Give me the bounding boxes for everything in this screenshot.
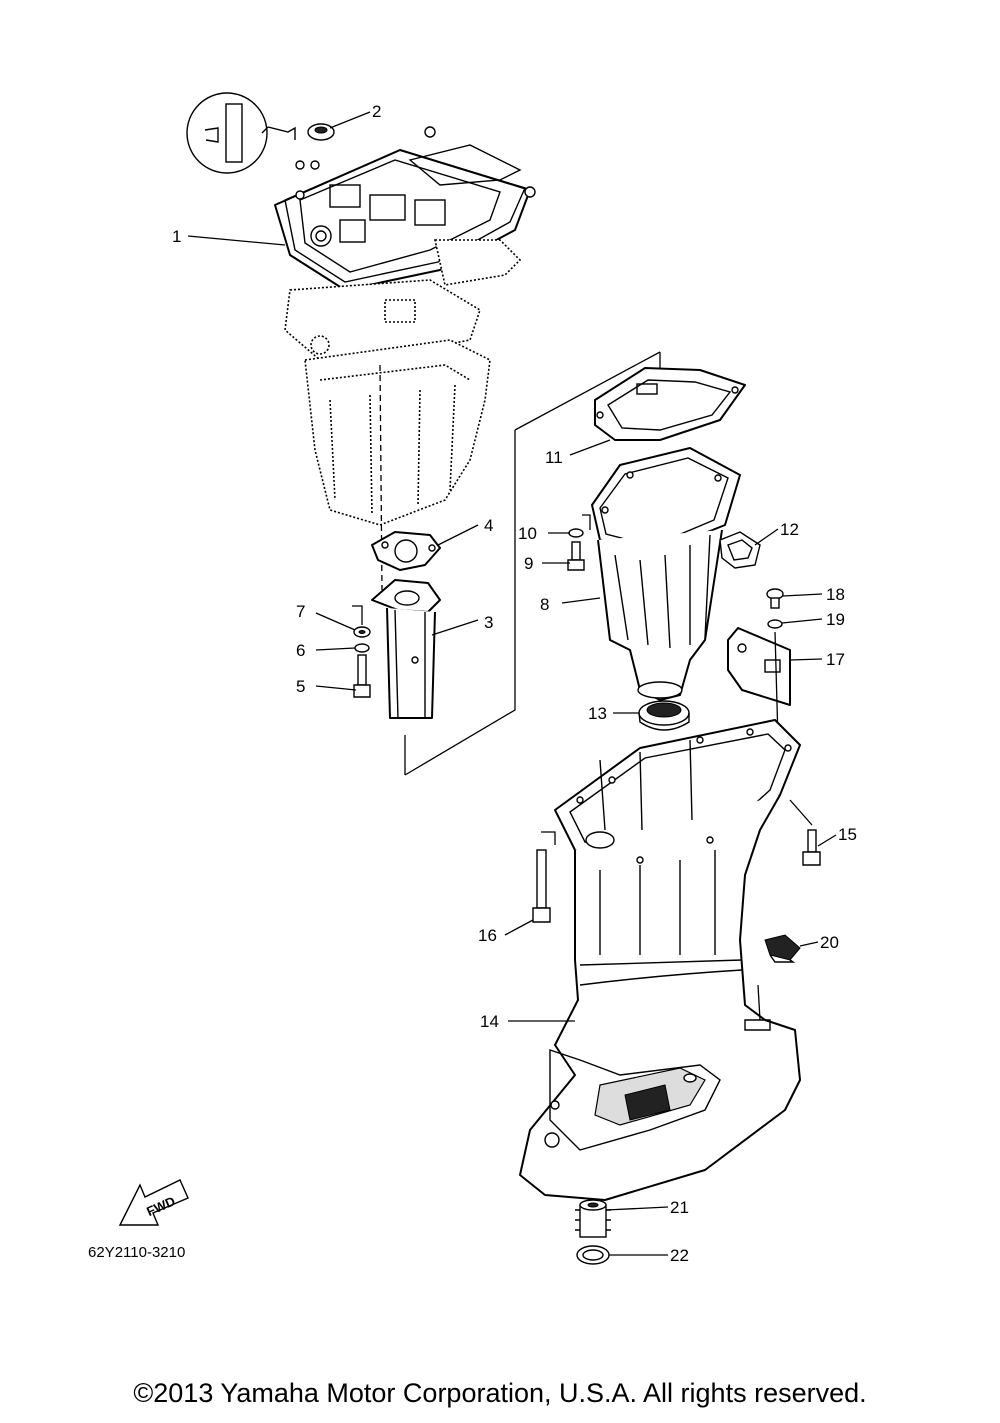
part-16-bolt (532, 849, 551, 923)
part-6-washer (354, 643, 370, 653)
part-14-lower-casing (519, 719, 801, 1201)
part-9-bolt (567, 541, 585, 571)
alignment-line (379, 364, 383, 591)
part-8-muffler (591, 447, 741, 701)
part-20-anode (764, 934, 801, 963)
part-10-washer (568, 528, 584, 538)
callout-2: 2 (372, 102, 381, 121)
callout-13: 13 (588, 704, 607, 723)
part-code: 62Y2110-3210 (88, 1244, 185, 1261)
part-22-circlip (576, 1245, 610, 1265)
part-2-seal (307, 123, 335, 141)
callout-17: 17 (826, 650, 845, 669)
part-19-washer (767, 619, 783, 629)
detail-inset (186, 92, 296, 174)
callout-5: 5 (296, 677, 305, 696)
callout-labels: 1 2 3 4 5 6 7 8 9 10 11 12 13 14 15 16 1… (172, 102, 857, 1265)
callout-20: 20 (820, 933, 839, 952)
part-15-bolt (802, 829, 821, 866)
upper-case-outline (304, 339, 491, 526)
part-3-exhaust-pipe (371, 579, 441, 719)
leader-lines (187, 111, 837, 1256)
part-7-washer (353, 626, 371, 638)
callout-6: 6 (296, 641, 305, 660)
callout-7: 7 (296, 602, 305, 621)
part-5-bolt (353, 654, 371, 698)
part-18-bolt (766, 588, 784, 609)
callout-16: 16 (478, 926, 497, 945)
part-21-bushing (575, 1199, 611, 1238)
callout-21: 21 (670, 1198, 689, 1217)
callout-3: 3 (484, 613, 493, 632)
callout-11: 11 (545, 448, 563, 467)
callout-4: 4 (484, 516, 493, 535)
exploded-parts-diagram: FWD 62Y2110-3210 1 2 3 4 5 6 7 8 (88, 92, 857, 1265)
upper-gasket-a (434, 239, 522, 286)
callout-9: 9 (524, 554, 533, 573)
part-12-mount (719, 531, 761, 569)
part-13-seal-ring (638, 700, 690, 731)
callout-8: 8 (540, 595, 549, 614)
copyright-notice: ©2013 Yamaha Motor Corporation, U.S.A. A… (133, 1378, 867, 1408)
callout-1: 1 (172, 227, 181, 246)
callout-18: 18 (826, 585, 845, 604)
upper-gasket-b (284, 279, 481, 361)
callout-19: 19 (826, 610, 845, 629)
callout-22: 22 (670, 1246, 689, 1265)
forward-arrow-icon: FWD (118, 1179, 189, 1226)
callout-10: 10 (518, 524, 537, 543)
callout-14: 14 (480, 1012, 499, 1031)
callout-12: 12 (780, 520, 799, 539)
part-11-gasket (594, 367, 746, 441)
part-4-gasket (371, 531, 441, 571)
part-17-bracket (727, 627, 791, 706)
callout-15: 15 (838, 825, 857, 844)
